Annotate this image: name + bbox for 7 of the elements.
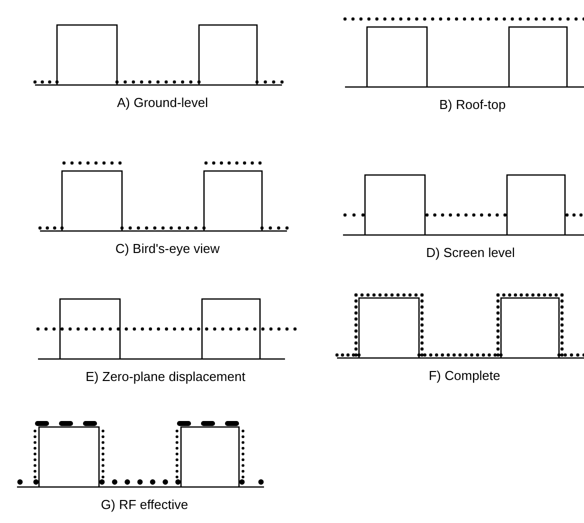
panel-caption: F) Complete bbox=[428, 369, 500, 382]
panel-caption: C) Bird's-eye view bbox=[115, 242, 220, 255]
panel-caption: E) Zero-plane displacement bbox=[86, 370, 246, 383]
panel-caption: D) Screen level bbox=[426, 246, 515, 259]
panel-caption: B) Roof-top bbox=[439, 98, 506, 111]
panel-caption: G) RF effective bbox=[100, 498, 188, 511]
panel-caption: A) Ground-level bbox=[116, 96, 208, 109]
